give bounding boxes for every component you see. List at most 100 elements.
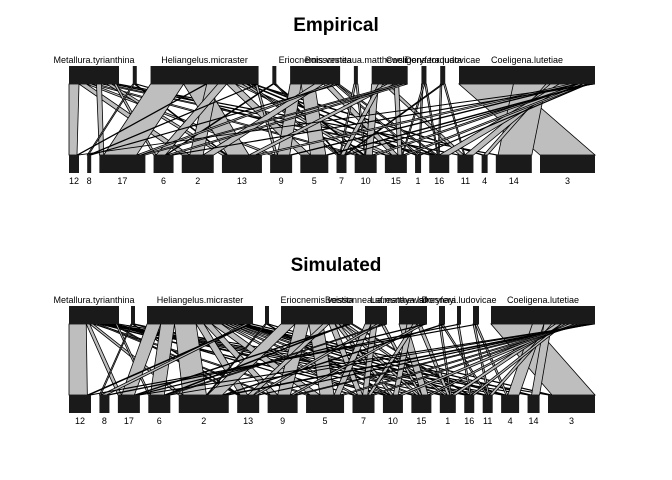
- plant-label: 2: [195, 176, 200, 186]
- plant-label: 4: [508, 416, 513, 426]
- plant-label: 10: [388, 416, 398, 426]
- plant-box: [221, 155, 262, 173]
- plant-box: [69, 155, 79, 173]
- pollinator-label: Coeligena.torquata: [386, 55, 462, 65]
- pollinator-box: [421, 66, 427, 84]
- interaction-link: [68, 323, 88, 396]
- plant-box: [237, 395, 260, 413]
- pollinator-box: [290, 66, 341, 84]
- pollinator-box: [132, 66, 137, 84]
- plant-label: 15: [416, 416, 426, 426]
- plant-box: [548, 395, 595, 413]
- pollinator-box: [147, 306, 253, 324]
- pollinator-label: Metallura.tyrianthina: [53, 55, 134, 65]
- pollinator-label: Heliangelus.micraster: [157, 295, 244, 305]
- pollinator-label: Boissonneaua.matthewsii: [305, 55, 407, 65]
- plant-label: 14: [509, 176, 519, 186]
- plant-label: 8: [102, 416, 107, 426]
- plant-box: [501, 395, 520, 413]
- pollinator-box: [440, 66, 446, 84]
- pollinator-box: [439, 306, 445, 324]
- plant-box: [181, 155, 214, 173]
- plant-label: 9: [279, 176, 284, 186]
- plant-label: 1: [416, 176, 421, 186]
- plant-label: 13: [237, 176, 247, 186]
- plant-label: 11: [461, 176, 470, 186]
- plant-box: [270, 155, 293, 173]
- plant-label: 9: [280, 416, 285, 426]
- plant-label: 10: [361, 176, 371, 186]
- interaction-links: [68, 83, 597, 156]
- pollinator-box: [69, 306, 119, 324]
- pollinator-boxes: Metallura.tyrianthina Heliangelus.micrast…: [53, 295, 595, 324]
- plant-box: [382, 395, 403, 413]
- plant-box: [336, 155, 347, 173]
- plant-label: 7: [361, 416, 366, 426]
- plant-box: [415, 155, 422, 173]
- pollinator-label: Heliangelus.micraster: [161, 55, 248, 65]
- pollinator-box: [150, 66, 259, 84]
- pollinator-label: Eriocnemis.vestita: [279, 55, 352, 65]
- pollinator-box: [459, 66, 595, 84]
- plant-label: 6: [157, 416, 162, 426]
- plant-box: [87, 155, 92, 173]
- plant-label: 3: [569, 416, 574, 426]
- plant-label: 6: [161, 176, 166, 186]
- pollinator-label: Boissonneaua.matthewsii: [325, 295, 427, 305]
- plant-box: [540, 155, 595, 173]
- plant-box: [482, 395, 493, 413]
- panel-title: Empirical: [293, 15, 379, 36]
- plant-box: [153, 155, 174, 173]
- plant-box: [495, 155, 532, 173]
- pollinator-box: [281, 306, 353, 324]
- simulated-panel: Simulated Metallura.tyrianthina Heliangel…: [53, 255, 596, 426]
- plant-box: [117, 395, 140, 413]
- panel-title: Simulated: [291, 255, 382, 276]
- pollinator-label: Coeligena.lutetiae: [507, 295, 579, 305]
- pollinator-box: [491, 306, 595, 324]
- pollinator-label: Doryfera.ludovicae: [421, 295, 496, 305]
- plant-label: 5: [323, 416, 328, 426]
- plant-box: [69, 395, 91, 413]
- plant-label: 5: [312, 176, 317, 186]
- plant-label: 16: [464, 416, 474, 426]
- pollinator-box: [365, 306, 387, 324]
- plant-box: [178, 395, 229, 413]
- pollinator-box: [457, 306, 461, 324]
- plant-box: [481, 155, 488, 173]
- plant-label: 2: [201, 416, 206, 426]
- plant-label: 17: [124, 416, 134, 426]
- plant-box: [306, 395, 345, 413]
- plant-box: [384, 155, 407, 173]
- pollinator-label: Coeligena.lutetiae: [491, 55, 563, 65]
- plant-box: [300, 155, 329, 173]
- empirical-panel: Empirical Metallura.tyrianthina Heliangel…: [53, 15, 597, 186]
- plant-label: 17: [117, 176, 127, 186]
- plant-label: 1: [445, 416, 450, 426]
- plant-label: 15: [391, 176, 401, 186]
- plant-box: [429, 155, 450, 173]
- plant-label: 13: [243, 416, 253, 426]
- pollinator-box: [371, 66, 408, 84]
- pollinator-box: [131, 306, 135, 324]
- pollinator-label: Metallura.tyrianthina: [53, 295, 134, 305]
- plant-box: [352, 395, 375, 413]
- plant-label: 14: [529, 416, 539, 426]
- interaction-links: [68, 323, 596, 396]
- plant-label: 4: [482, 176, 487, 186]
- pollinator-box: [473, 306, 479, 324]
- pollinator-box: [272, 66, 277, 84]
- plant-box: [411, 395, 432, 413]
- pollinator-box: [353, 66, 358, 84]
- pollinator-box: [399, 306, 427, 324]
- plant-label: 8: [87, 176, 92, 186]
- pollinator-label: Doryfera.ludovicae: [405, 55, 480, 65]
- plant-box: [99, 395, 110, 413]
- plant-box: [99, 155, 146, 173]
- pollinator-boxes: Metallura.tyrianthina Heliangelus.micrast…: [53, 55, 595, 84]
- plant-box: [464, 395, 475, 413]
- plant-label: 11: [483, 416, 492, 426]
